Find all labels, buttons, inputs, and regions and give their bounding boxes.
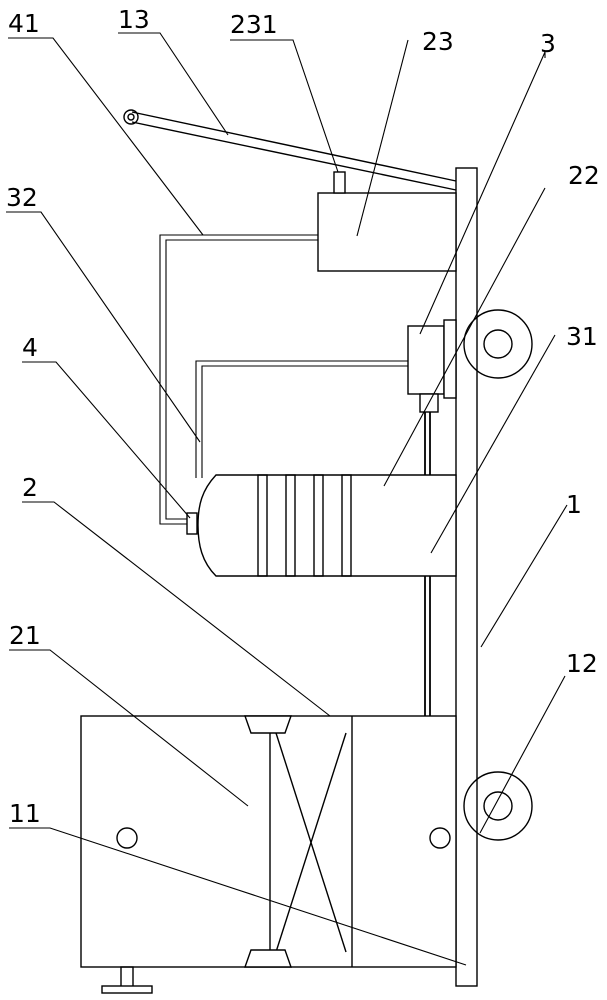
left-bolt [116,827,138,849]
pump-housing [407,325,445,395]
base-partition [244,715,353,968]
upper-box-nozzle [333,171,346,194]
label-3: 3 [540,29,556,58]
handle [123,109,457,191]
label-23: 23 [422,27,454,56]
frame-plate [455,167,478,987]
label-12: 12 [566,649,598,678]
label-32: 32 [6,183,38,212]
foot [101,966,153,994]
label-11: 11 [9,799,41,828]
label-1: 1 [566,490,582,519]
label-22: 22 [568,161,600,190]
pipe-32 [195,360,408,478]
label-31: 31 [566,322,598,351]
pipe-41 [159,234,318,525]
label-21: 21 [9,621,41,650]
right-bolt [429,827,451,849]
base-housing [80,715,457,968]
tank [197,474,457,577]
valve [186,512,198,535]
upper-wheel [463,309,533,379]
upper-box [317,192,457,272]
label-41: 41 [8,9,40,38]
label-2: 2 [22,473,38,502]
label-231: 231 [230,10,278,39]
pump-bracket [443,319,457,399]
label-4: 4 [22,333,38,362]
leader-lines [6,32,568,966]
lower-wheel [463,771,533,841]
label-13: 13 [118,5,150,34]
